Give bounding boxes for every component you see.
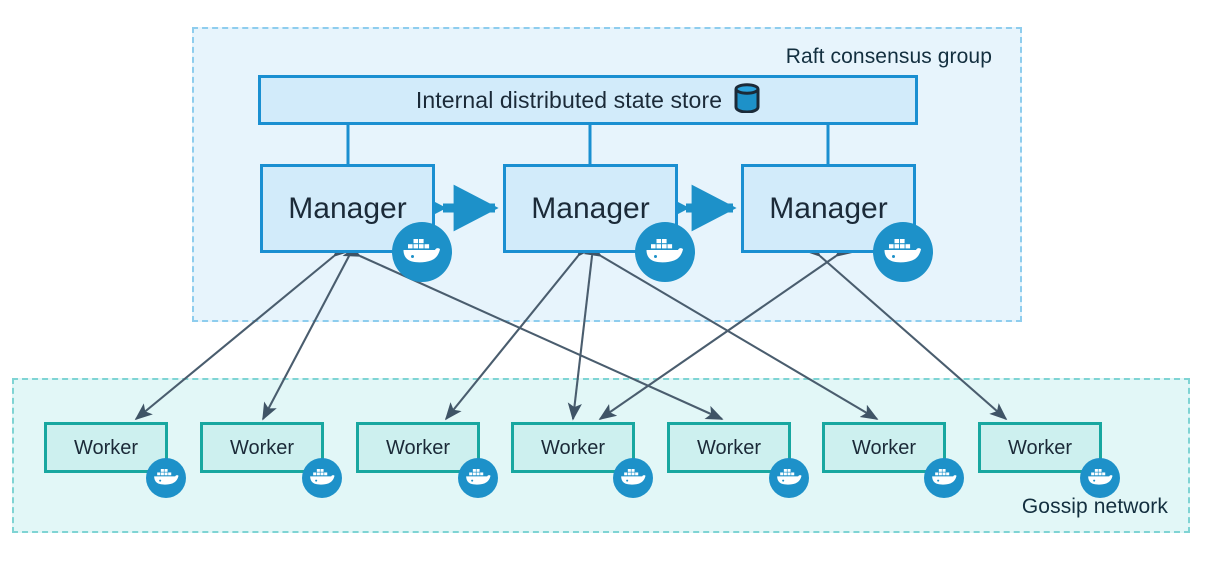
worker-label: Worker xyxy=(229,436,295,459)
manager-label: Manager xyxy=(769,191,888,225)
worker-label: Worker xyxy=(540,436,606,459)
worker-label: Worker xyxy=(1007,436,1073,459)
state-store-label: Internal distributed state store xyxy=(415,86,723,113)
docker-whale-icon xyxy=(302,458,342,498)
docker-whale-icon xyxy=(635,222,695,282)
worker-node-1[interactable]: Worker xyxy=(44,422,168,473)
gossip-network-label: Gossip network xyxy=(1021,495,1168,518)
worker-node-7[interactable]: Worker xyxy=(978,422,1102,473)
raft-consensus-group-label: Raft consensus group xyxy=(785,45,992,68)
worker-node-5[interactable]: Worker xyxy=(667,422,791,473)
manager-node-3[interactable]: Manager xyxy=(741,164,916,253)
worker-label: Worker xyxy=(73,436,139,459)
docker-whale-icon xyxy=(392,222,452,282)
worker-label: Worker xyxy=(851,436,917,459)
worker-node-3[interactable]: Worker xyxy=(356,422,480,473)
docker-whale-icon xyxy=(873,222,933,282)
docker-whale-icon xyxy=(146,458,186,498)
worker-node-6[interactable]: Worker xyxy=(822,422,946,473)
docker-whale-icon xyxy=(769,458,809,498)
docker-whale-icon xyxy=(924,458,964,498)
manager-node-2[interactable]: Manager xyxy=(503,164,678,253)
manager-label: Manager xyxy=(288,191,407,225)
database-cylinder-icon xyxy=(734,82,760,118)
worker-label: Worker xyxy=(696,436,762,459)
docker-whale-icon xyxy=(1080,458,1120,498)
docker-whale-icon xyxy=(458,458,498,498)
worker-node-4[interactable]: Worker xyxy=(511,422,635,473)
manager-label: Manager xyxy=(531,191,650,225)
worker-node-2[interactable]: Worker xyxy=(200,422,324,473)
internal-state-store-box[interactable]: Internal distributed state store xyxy=(258,75,918,125)
manager-node-1[interactable]: Manager xyxy=(260,164,435,253)
docker-whale-icon xyxy=(613,458,653,498)
worker-label: Worker xyxy=(385,436,451,459)
